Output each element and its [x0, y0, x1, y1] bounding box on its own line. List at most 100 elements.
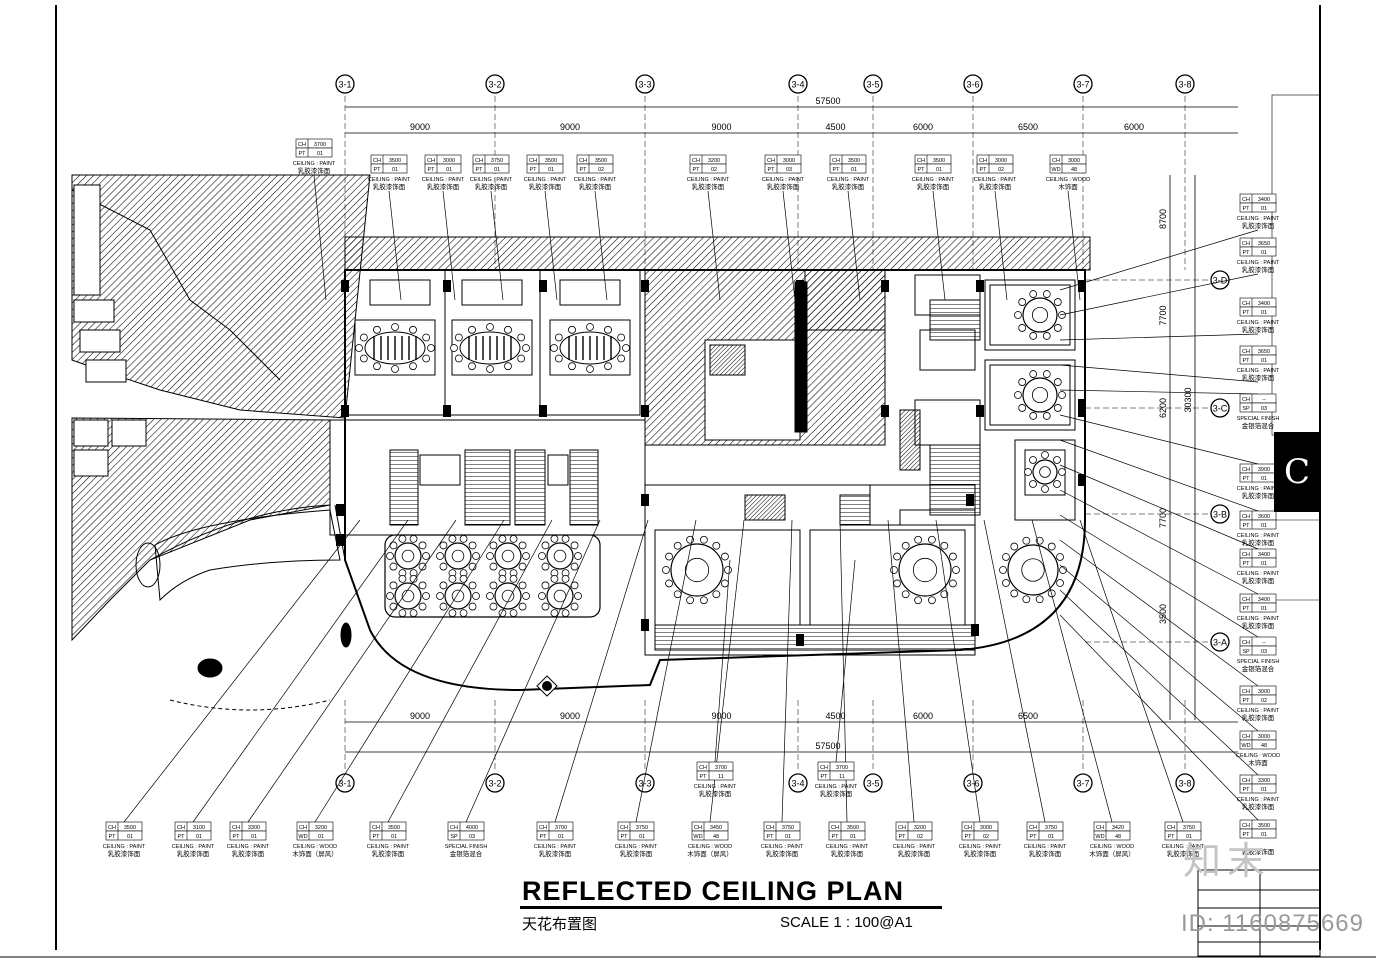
tag-ch-value: 3500 — [595, 158, 607, 164]
tag-finish-en: CEILING : PAINT — [761, 844, 804, 850]
dim-span-top: 4500 — [825, 122, 845, 132]
tag-code: PT — [232, 834, 240, 840]
leader-line — [707, 190, 721, 301]
dim-span-bottom: 4500 — [825, 711, 845, 721]
dim-span-top: 9000 — [410, 122, 430, 132]
column — [1078, 280, 1086, 292]
tag-finish-cn: 木饰面（屏风） — [292, 849, 338, 858]
tag-finish-en: CEILING : PAINT — [1024, 844, 1067, 850]
leader-line — [835, 559, 856, 763]
tag-ch-value: 3600 — [1258, 514, 1270, 520]
leader-line — [1059, 514, 1259, 638]
tag-code: WD — [1095, 834, 1104, 840]
tag-ch-value: 3750 — [636, 825, 648, 831]
column — [341, 405, 349, 417]
main-dining-hall — [384, 534, 601, 618]
leader-line — [1031, 519, 1113, 823]
tag-code: PT — [831, 834, 839, 840]
leader-lines — [123, 174, 1259, 823]
tag-finish-en: CEILING : PAINT — [293, 161, 336, 167]
tag-finish-cn: 乳胶漆饰面 — [917, 182, 950, 191]
tag-finish-en: CEILING : PAINT — [422, 177, 465, 183]
tag-finish-cn: 乳胶漆饰面 — [372, 849, 405, 858]
tag-number: 01 — [1261, 358, 1267, 364]
column — [443, 280, 451, 292]
tag-number: 03 — [1261, 406, 1267, 412]
tag-ch-label: CH — [917, 158, 925, 164]
tag-code: PT — [1242, 787, 1250, 793]
tag-code: PT — [579, 167, 587, 173]
tag-ch-label: CH — [1242, 514, 1250, 520]
leader-line — [1059, 489, 1259, 595]
tag-number: 48 — [1261, 743, 1267, 749]
dim-span-vertical: 6200 — [1158, 398, 1168, 418]
tag-code: SP — [1242, 406, 1250, 412]
tag-ch-label: CH — [108, 825, 116, 831]
round-table — [538, 534, 582, 578]
tag-code: PT — [1242, 206, 1250, 212]
tag-finish-en: CEILING : PAINT — [1237, 486, 1280, 492]
leader-line — [635, 519, 697, 823]
leader-line — [714, 559, 731, 763]
tag-number: 01 — [936, 167, 942, 173]
leader-line — [490, 190, 504, 301]
dim-span-vertical: 7700 — [1158, 305, 1168, 325]
grid-bubble: 3-8 — [1175, 74, 1195, 94]
structural-hatch — [344, 236, 1091, 471]
banquet-table — [550, 323, 630, 373]
leader-line — [465, 519, 601, 823]
tag-number: 01 — [196, 834, 202, 840]
round-table — [386, 574, 430, 618]
tag-ch-label: CH — [832, 158, 840, 164]
drawing-scale: SCALE 1 : 100@A1 — [780, 914, 913, 931]
tag-number: 02 — [711, 167, 717, 173]
grid-bubble: 3-B — [1210, 504, 1230, 524]
tag-ch-value: 3500 — [389, 158, 401, 164]
tag-ch-value: 3100 — [193, 825, 205, 831]
tag-ch-label: CH — [232, 825, 240, 831]
tag-code: WD — [693, 834, 702, 840]
grid-bubble: 3-7 — [1073, 74, 1093, 94]
tag-number: 48 — [713, 834, 719, 840]
leader-line — [554, 519, 649, 823]
tag-finish-cn: 乳胶漆饰面 — [108, 849, 141, 858]
tag-number: 02 — [598, 167, 604, 173]
title-underline — [520, 906, 942, 909]
right-frame-strip — [1271, 94, 1321, 601]
tag-number: 01 — [1261, 832, 1267, 838]
tag-code: PT — [1242, 476, 1250, 482]
leader-line — [594, 190, 608, 301]
leader-line — [1059, 589, 1259, 776]
grid-bubble-label: 3-C — [1213, 404, 1228, 414]
tag-number: 03 — [786, 167, 792, 173]
round-table — [1014, 370, 1066, 420]
tag-ch-label: CH — [699, 765, 707, 771]
leader-line — [192, 519, 409, 823]
structural-columns — [336, 280, 1086, 646]
tag-number: 01 — [317, 151, 323, 157]
tag-number: 01 — [1261, 606, 1267, 612]
tag-finish-en: SPECIAL FINISH — [1237, 416, 1280, 422]
tag-finish-cn: 乳胶漆饰面 — [177, 849, 210, 858]
dim-span-bottom: 9000 — [560, 711, 580, 721]
tag-ch-value: 3400 — [1258, 197, 1270, 203]
tag-finish-en: CEILING : PAINT — [1237, 708, 1280, 714]
tag-finish-en: CEILING : WOOD — [1236, 753, 1280, 759]
tag-ch-value: 3500 — [933, 158, 945, 164]
tag-code: PT — [1242, 561, 1250, 567]
private-rooms — [329, 269, 646, 536]
round-table — [386, 534, 430, 578]
tag-finish-en: CEILING : PAINT — [524, 177, 567, 183]
column — [336, 534, 344, 546]
tag-code: PT — [1242, 832, 1250, 838]
tag-number: 01 — [639, 834, 645, 840]
tag-ch-label: CH — [372, 825, 380, 831]
tag-ch-label: CH — [1242, 689, 1250, 695]
